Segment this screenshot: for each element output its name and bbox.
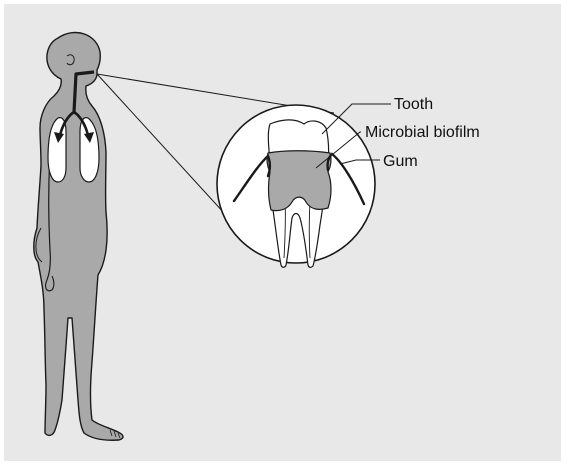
gum-label: Gum bbox=[383, 153, 418, 170]
microbial-biofilm-label: Microbial biofilm bbox=[365, 124, 480, 141]
tooth-label: Tooth bbox=[394, 96, 433, 113]
